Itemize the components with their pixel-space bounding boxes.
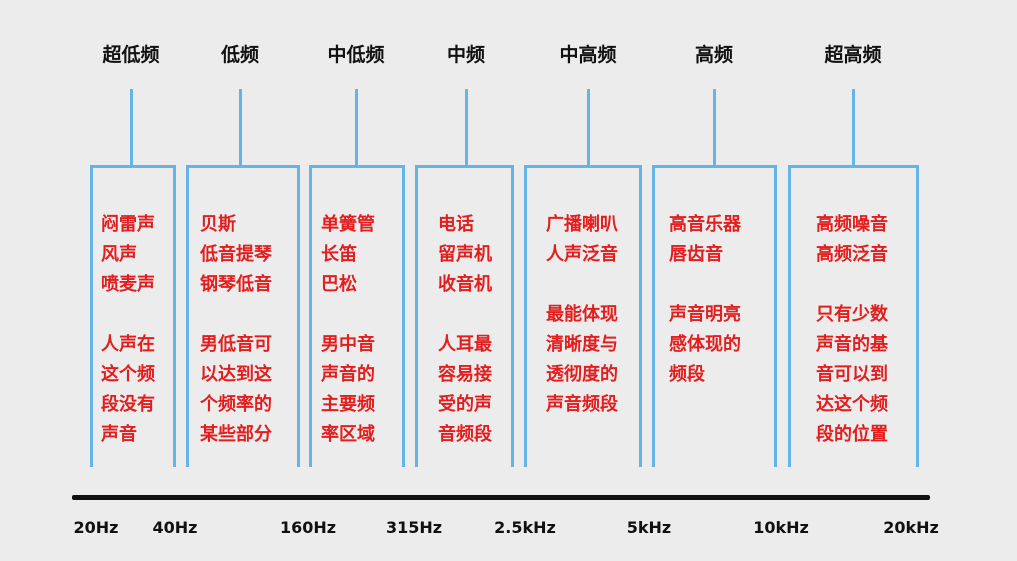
band-bracket bbox=[652, 165, 777, 467]
band-note-line: 个频率的 bbox=[200, 394, 272, 415]
band-bracket bbox=[415, 165, 514, 467]
band-note-line: 段的位置 bbox=[816, 424, 888, 445]
band-note-line: 段没有 bbox=[101, 394, 155, 415]
band-connector-line bbox=[713, 89, 716, 166]
band-note-line: 某些部分 bbox=[200, 424, 272, 445]
band-note-line: 音频段 bbox=[438, 424, 492, 445]
band-example-line: 风声 bbox=[101, 244, 137, 265]
spacer bbox=[101, 300, 155, 330]
band-description: 广播喇叭人声泛音最能体现清晰度与透彻度的声音频段 bbox=[546, 210, 618, 420]
band-example-line: 单簧管 bbox=[321, 214, 375, 235]
band-title: 超高频 bbox=[824, 44, 882, 66]
band-note-line: 容易接 bbox=[438, 364, 492, 385]
band-example-line: 电话 bbox=[438, 214, 474, 235]
band-example-line: 人声泛音 bbox=[546, 244, 618, 265]
band-note-line: 声音的基 bbox=[816, 334, 888, 355]
band-bracket bbox=[186, 165, 300, 467]
band-description: 贝斯低音提琴钢琴低音男低音可以达到这个频率的某些部分 bbox=[200, 210, 272, 450]
band-connector-line bbox=[465, 89, 468, 166]
axis-tick-label: 160Hz bbox=[279, 518, 337, 537]
band-note-line: 声音 bbox=[101, 424, 137, 445]
band-example-line: 唇齿音 bbox=[669, 244, 723, 265]
band-note-line: 声音的 bbox=[321, 364, 375, 385]
band-title: 低频 bbox=[220, 44, 260, 66]
band-title: 中低频 bbox=[327, 44, 385, 66]
band-note-line: 人耳最 bbox=[438, 334, 492, 355]
spacer bbox=[200, 300, 272, 330]
band-note-line: 男中音 bbox=[321, 334, 375, 355]
band-description: 电话留声机收音机人耳最容易接受的声音频段 bbox=[438, 210, 492, 450]
band-note-line: 达这个频 bbox=[816, 394, 888, 415]
band-example-line: 广播喇叭 bbox=[546, 214, 618, 235]
band-note-line: 只有少数 bbox=[816, 304, 888, 325]
band-example-line: 闷雷声 bbox=[101, 214, 155, 235]
band-example-line: 贝斯 bbox=[200, 214, 236, 235]
axis-tick-label: 315Hz bbox=[385, 518, 443, 537]
axis-tick-label: 10kHz bbox=[753, 518, 809, 537]
band-description: 单簧管长笛巴松男中音声音的主要频率区域 bbox=[321, 210, 375, 450]
band-note-line: 频段 bbox=[669, 364, 705, 385]
band-connector-line bbox=[355, 89, 358, 166]
band-example-line: 高频噪音 bbox=[816, 214, 888, 235]
band-description: 高频噪音高频泛音只有少数声音的基音可以到达这个频段的位置 bbox=[816, 210, 888, 450]
band-bracket bbox=[788, 165, 919, 467]
spacer bbox=[816, 270, 888, 300]
band-note-line: 男低音可 bbox=[200, 334, 272, 355]
band-note-line: 清晰度与 bbox=[546, 334, 618, 355]
axis-tick-label: 5kHz bbox=[626, 518, 672, 537]
band-example-line: 留声机 bbox=[438, 244, 492, 265]
axis-tick-label: 20Hz bbox=[73, 518, 119, 537]
band-note-line: 音可以到 bbox=[816, 364, 888, 385]
spacer bbox=[438, 300, 492, 330]
spacer bbox=[669, 270, 741, 300]
band-example-line: 低音提琴 bbox=[200, 244, 272, 265]
band-bracket bbox=[309, 165, 405, 467]
band-note-line: 以达到这 bbox=[200, 364, 272, 385]
frequency-axis-line bbox=[72, 495, 930, 500]
axis-tick-label: 20kHz bbox=[883, 518, 939, 537]
band-description: 高音乐器唇齿音声音明亮感体现的频段 bbox=[669, 210, 741, 390]
spacer bbox=[321, 300, 375, 330]
band-example-line: 巴松 bbox=[321, 274, 357, 295]
band-example-line: 钢琴低音 bbox=[200, 274, 272, 295]
band-bracket bbox=[524, 165, 642, 467]
band-note-line: 主要频 bbox=[321, 394, 375, 415]
band-note-line: 率区域 bbox=[321, 424, 375, 445]
band-note-line: 透彻度的 bbox=[546, 364, 618, 385]
band-note-line: 人声在 bbox=[101, 334, 155, 355]
band-connector-line bbox=[587, 89, 590, 166]
band-note-line: 这个频 bbox=[101, 364, 155, 385]
band-example-line: 喷麦声 bbox=[101, 274, 155, 295]
band-title: 中频 bbox=[446, 44, 486, 66]
band-bracket bbox=[90, 165, 176, 467]
band-connector-line bbox=[852, 89, 855, 166]
band-title: 高频 bbox=[694, 44, 734, 66]
band-example-line: 高频泛音 bbox=[816, 244, 888, 265]
axis-tick-label: 2.5kHz bbox=[494, 518, 556, 537]
band-connector-line bbox=[130, 89, 133, 166]
band-example-line: 收音机 bbox=[438, 274, 492, 295]
band-note-line: 受的声 bbox=[438, 394, 492, 415]
band-note-line: 声音明亮 bbox=[669, 304, 741, 325]
band-connector-line bbox=[239, 89, 242, 166]
band-title: 超低频 bbox=[102, 44, 160, 66]
band-example-line: 高音乐器 bbox=[669, 214, 741, 235]
band-title: 中高频 bbox=[559, 44, 617, 66]
spacer bbox=[546, 270, 618, 300]
axis-tick-label: 40Hz bbox=[152, 518, 198, 537]
band-note-line: 最能体现 bbox=[546, 304, 618, 325]
band-note-line: 感体现的 bbox=[669, 334, 741, 355]
band-note-line: 声音频段 bbox=[546, 394, 618, 415]
band-example-line: 长笛 bbox=[321, 244, 357, 265]
band-description: 闷雷声风声喷麦声人声在这个频段没有声音 bbox=[101, 210, 155, 450]
